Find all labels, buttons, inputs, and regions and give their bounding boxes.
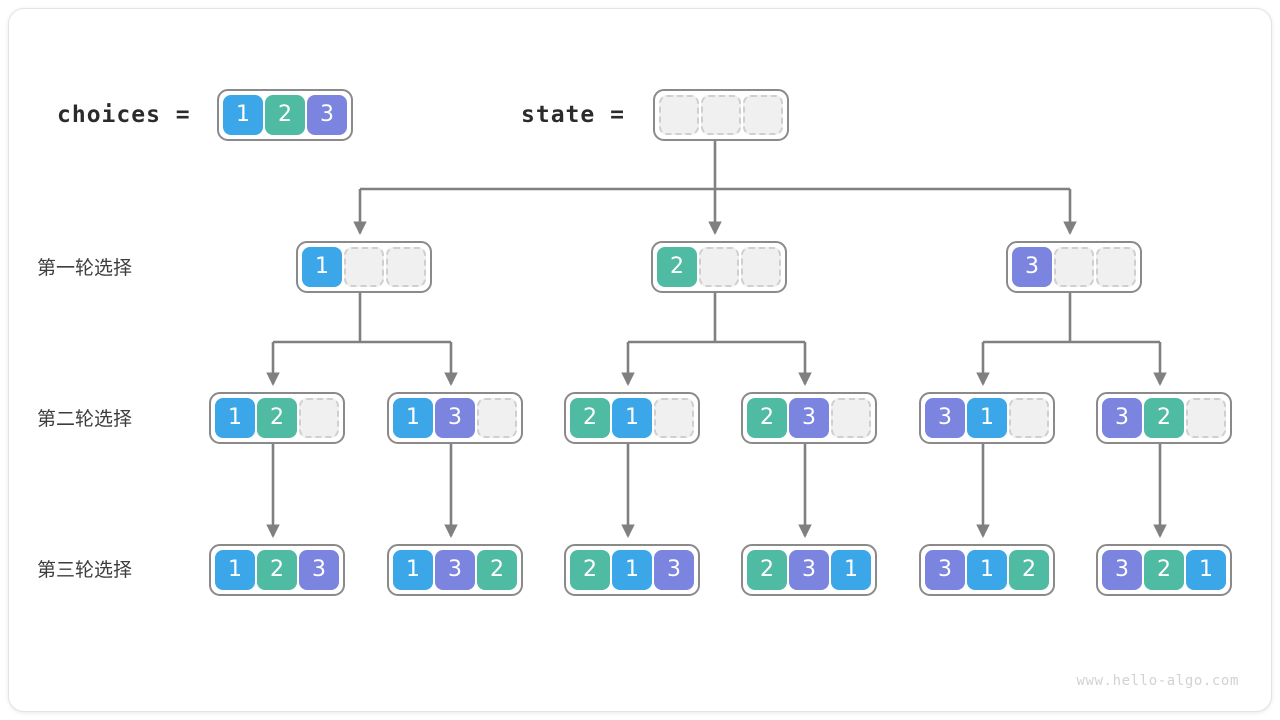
row-label-round1: 第一轮选择	[37, 257, 133, 279]
array-cell-empty	[1009, 398, 1049, 438]
array-cell-value: 1	[831, 550, 871, 590]
array-cell-value: 1	[1186, 550, 1226, 590]
array-cell-value: 3	[435, 550, 475, 590]
array-cell-empty	[299, 398, 339, 438]
array-cell-value: 1	[215, 550, 255, 590]
connector-lines	[266, 136, 1167, 539]
array-cell-value: 3	[435, 398, 475, 438]
array-cell-empty	[699, 247, 739, 287]
array-cell-empty	[344, 247, 384, 287]
array-cell-value: 3	[925, 398, 965, 438]
array-cell-value: 2	[1144, 398, 1184, 438]
row-label-round2: 第二轮选择	[37, 408, 133, 430]
array-cell-value: 3	[789, 550, 829, 590]
state-label: state =	[521, 102, 625, 128]
array-cell-value: 3	[1102, 398, 1142, 438]
array-cell-value: 3	[925, 550, 965, 590]
level1-node-2: 3	[1006, 241, 1142, 293]
state-array	[653, 89, 789, 141]
array-cell-value: 1	[967, 550, 1007, 590]
array-cell-value: 2	[1144, 550, 1184, 590]
array-cell-empty	[654, 398, 694, 438]
array-cell-value: 2	[747, 398, 787, 438]
array-cell-empty	[477, 398, 517, 438]
array-cell-value: 2	[570, 550, 610, 590]
array-cell-value: 2	[657, 247, 697, 287]
array-cell-value: 3	[1102, 550, 1142, 590]
array-cell-value: 2	[747, 550, 787, 590]
choices-label: choices =	[57, 102, 191, 128]
array-cell-value: 1	[215, 398, 255, 438]
array-cell-value: 2	[265, 95, 305, 135]
array-cell-empty	[701, 95, 741, 135]
array-cell-value: 2	[257, 550, 297, 590]
array-cell-value: 3	[299, 550, 339, 590]
array-cell-empty	[1054, 247, 1094, 287]
array-cell-empty	[1096, 247, 1136, 287]
array-cell-value: 1	[393, 550, 433, 590]
array-cell-empty	[659, 95, 699, 135]
array-cell-value: 1	[967, 398, 1007, 438]
array-cell-value: 1	[223, 95, 263, 135]
array-cell-value: 1	[612, 398, 652, 438]
array-cell-empty	[741, 247, 781, 287]
array-cell-value: 1	[393, 398, 433, 438]
watermark: www.hello-algo.com	[1076, 673, 1239, 689]
array-cell-value: 3	[307, 95, 347, 135]
array-cell-value: 2	[257, 398, 297, 438]
row-label-round3: 第三轮选择	[37, 559, 133, 581]
array-cell-empty	[743, 95, 783, 135]
level1-node-0: 1	[296, 241, 432, 293]
array-cell-value: 3	[654, 550, 694, 590]
level1-node-1: 2	[651, 241, 787, 293]
array-cell-empty	[386, 247, 426, 287]
array-cell-value: 2	[477, 550, 517, 590]
array-cell-empty	[831, 398, 871, 438]
array-cell-value: 1	[612, 550, 652, 590]
array-cell-value: 2	[570, 398, 610, 438]
array-cell-value: 2	[1009, 550, 1049, 590]
array-cell-empty	[1186, 398, 1226, 438]
array-cell-value: 1	[302, 247, 342, 287]
array-cell-value: 3	[1012, 247, 1052, 287]
array-cell-value: 3	[789, 398, 829, 438]
